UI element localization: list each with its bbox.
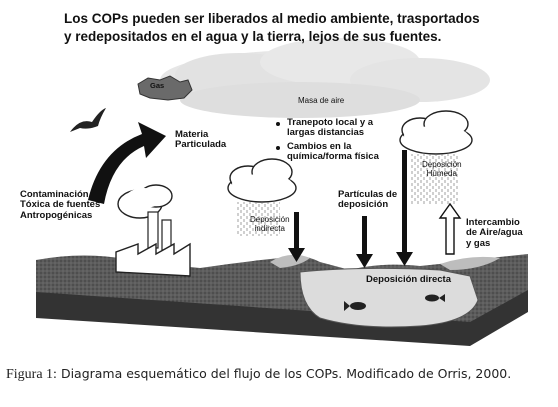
arrow-wet-deposition	[396, 150, 413, 266]
air-mass-cloud	[160, 38, 490, 118]
label-materia-particulada: Materia Particulada	[175, 129, 227, 151]
label-contaminacion-line-2: Tóxica de fuentes	[20, 199, 101, 211]
label-transporte-line-1: Tranepoto local y a	[287, 117, 374, 128]
label-particulas-deposicion: Partículas de deposición	[338, 189, 398, 211]
label-gas: Gas	[150, 81, 165, 90]
label-dep-humeda-line-2: Húmeda	[426, 168, 457, 178]
label-transporte-line-2: largas distancias	[287, 127, 365, 139]
label-intercambio: Intercambio de Aire/agua y gas	[466, 217, 523, 249]
label-contaminacion: Contaminación Tóxica de fuentes Antropog…	[20, 189, 101, 221]
label-intercambio-line-3: y gas	[466, 237, 491, 249]
label-materia-line-2: Particulada	[175, 139, 227, 151]
label-cambios-line-2: química/forma física	[287, 151, 379, 163]
bullet	[276, 146, 280, 150]
label-contaminacion-line-3: Antropogénicas	[20, 209, 93, 221]
label-cambios-line-1: Cambios en la	[287, 141, 352, 152]
label-cambios: Cambios en la química/forma física	[287, 141, 379, 163]
label-deposicion-indirecta: Deposición indirecta	[250, 215, 290, 234]
label-dep-humeda-line-1: Deposición	[422, 160, 462, 169]
title-line-1: Los COPs pueden ser liberados al medio a…	[64, 11, 480, 26]
title-line-2: y redepositados en el agua y la tierra, …	[64, 28, 442, 44]
bullet	[276, 122, 280, 126]
arrow-particle-deposition	[356, 216, 373, 268]
label-deposicion-directa: Deposición directa	[366, 274, 451, 285]
cloud-left	[227, 158, 297, 203]
caption-label: Figura 1:	[6, 367, 57, 382]
bird-icon	[70, 108, 106, 132]
label-contaminacion-line-1: Contaminación	[20, 189, 89, 200]
gas-blob	[137, 75, 193, 101]
label-particulas-line-1: Partículas de	[338, 189, 398, 200]
diagram-title: Los COPs pueden ser liberados al medio a…	[64, 10, 480, 45]
fish-icon	[344, 301, 366, 311]
arrow-air-water-exchange	[438, 202, 462, 255]
figure-caption: Figura 1: Diagrama esquemático del flujo…	[6, 364, 554, 385]
rain-right	[410, 154, 458, 204]
label-deposicion-humeda: Deposición Húmeda	[422, 160, 462, 179]
fish-icon	[425, 294, 445, 302]
label-dep-indirecta-line-1: Deposición	[250, 215, 290, 224]
label-dep-indirecta-line-2: indirecta	[254, 223, 285, 233]
diagram-drawing	[36, 38, 528, 346]
cloud-right	[399, 110, 473, 155]
rain-left	[236, 202, 280, 236]
label-intercambio-line-1: Intercambio	[466, 217, 520, 228]
ground	[36, 254, 528, 346]
caption-text: Diagrama esquemático del flujo de los CO…	[60, 366, 512, 381]
label-materia-line-1: Materia	[175, 129, 209, 140]
arrow-indirect-deposition	[288, 212, 305, 262]
curved-emission-arrow	[88, 122, 166, 204]
label-intercambio-line-2: de Aire/agua	[466, 227, 523, 239]
label-masa-aire: Masa de aire	[298, 96, 345, 105]
label-particulas-line-2: deposición	[338, 199, 389, 211]
label-transporte: Tranepoto local y a largas distancias	[287, 117, 374, 139]
factory	[115, 184, 191, 277]
